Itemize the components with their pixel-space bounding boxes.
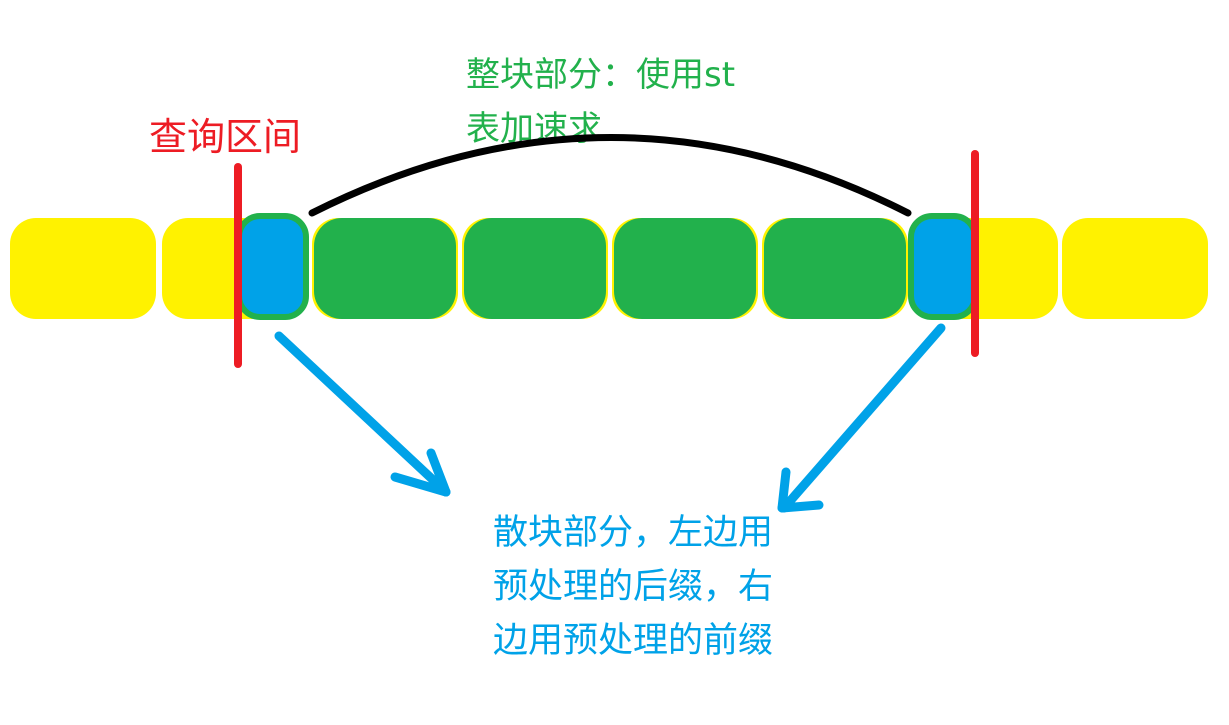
left-query-boundary-line <box>234 163 242 368</box>
scattered-block-note-line2: 预处理的后缀，右 <box>493 567 774 607</box>
right-query-boundary-line <box>971 150 979 357</box>
yellow-block-8 <box>1062 218 1208 319</box>
green-block-1 <box>314 218 456 319</box>
left-partial-block <box>236 213 309 320</box>
green-block-3 <box>614 218 756 319</box>
scattered-block-note: 散块部分，左边用 预处理的后缀，右 边用预处理的前缀 <box>493 506 773 668</box>
green-block-4 <box>764 218 906 319</box>
scattered-block-note-line1: 散块部分，左边用 <box>493 513 774 553</box>
right-partial-block <box>908 213 978 320</box>
scattered-block-note-line3: 边用预处理的前缀 <box>493 621 774 661</box>
whole-block-note: 整块部分：使用st 表加速求 <box>466 48 735 156</box>
green-block-2 <box>464 218 606 319</box>
whole-block-note-line1: 整块部分：使用st <box>466 55 736 95</box>
query-interval-label: 查询区间 <box>149 115 302 159</box>
yellow-block-1 <box>10 218 156 319</box>
